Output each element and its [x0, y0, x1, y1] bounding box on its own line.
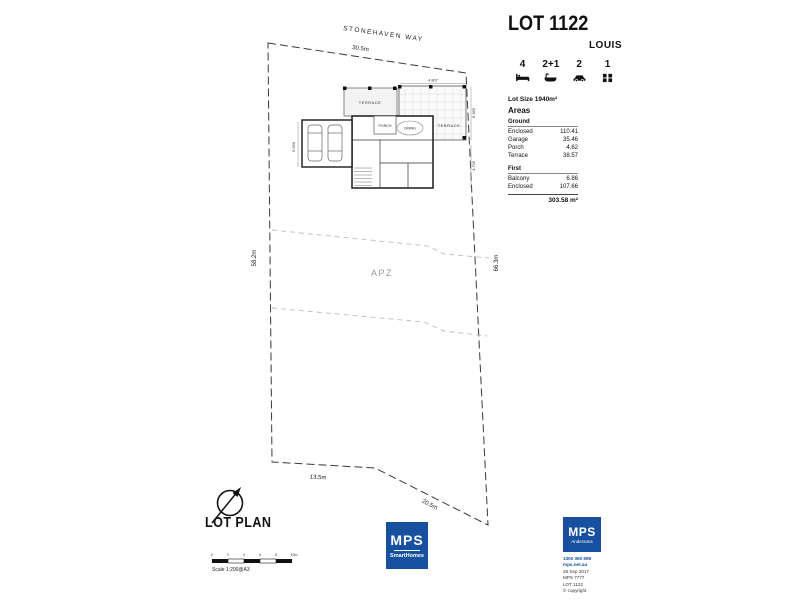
dim-left: 58.2m: [252, 250, 258, 267]
area-row: Enclosed 107.66: [508, 183, 578, 191]
area-row: Balcony 6.86: [508, 175, 578, 183]
stairs: [354, 167, 372, 186]
info-phone: 1300 360 898: [563, 556, 592, 561]
area-name: Enclosed: [508, 129, 533, 135]
areas-table: Ground Enclosed 110.41 Garage 35.46 Porc…: [508, 119, 578, 204]
living-count: 1: [604, 59, 611, 70]
terrace-posts: [343, 85, 466, 140]
dining-label: DINING: [404, 127, 416, 131]
terrace-top-label: TERRACE: [359, 100, 382, 105]
pergola-grid: [400, 87, 465, 139]
scale-tick: 2: [227, 553, 229, 557]
mps-smarthomes-logo: MPS SmartHomes: [386, 522, 428, 569]
first-section-label: First: [508, 166, 578, 174]
bedroom-count: 4: [519, 59, 526, 70]
living-areas-icon: [602, 73, 613, 83]
dim-bottom-left: 13.5m: [310, 475, 327, 482]
plan-dim-lines: [297, 83, 472, 188]
areas-heading: Areas: [508, 106, 531, 115]
north-arrow-icon: [211, 487, 244, 524]
area-value: 4.62: [566, 145, 578, 151]
area-row: Garage 35.46: [508, 136, 578, 144]
area-name: Garage: [508, 137, 529, 143]
lot-size: Lot Size 1940m²: [508, 96, 558, 103]
dining-outline: [396, 120, 424, 136]
dim-bottom-right: 20.5m: [421, 499, 439, 512]
mps-logo-text: MPS: [390, 532, 424, 548]
lot-boundary: [267, 42, 489, 526]
terrace-right-label: TERRACE: [438, 123, 461, 128]
bed-icon: [516, 73, 530, 82]
mps-logo-text: MPS: [568, 525, 596, 539]
scale-bar-segments: [212, 558, 292, 564]
area-value: 107.66: [559, 184, 578, 190]
info-website: mps.net.au: [563, 562, 588, 568]
info-job-number: MPS 7777: [563, 575, 585, 581]
total-area: 303.58 m²: [508, 194, 578, 204]
area-row: Enclosed 110.41: [508, 128, 578, 136]
plan-dim-body-right: 4.736: [471, 160, 476, 171]
bathroom-count: 2+1: [542, 59, 560, 70]
contour-lines: [271, 229, 490, 337]
feature-bedrooms: 4: [510, 59, 535, 88]
apz-label: APZ: [371, 268, 393, 278]
area-value: 38.57: [562, 153, 578, 159]
car-icon: [573, 75, 586, 83]
feature-bathrooms: 2+1: [538, 59, 563, 88]
interior-walls: [352, 139, 433, 188]
scale-tick: 4: [243, 553, 245, 557]
car-icons: [307, 124, 343, 162]
area-value: 110.41: [560, 129, 578, 135]
dim-right: 66.3m: [494, 255, 500, 272]
ground-section-label: Ground: [508, 119, 578, 127]
area-value: 35.46: [562, 137, 578, 143]
design-name: LOUIS: [588, 40, 622, 51]
street-name: STONEHAVEN WAY: [343, 25, 424, 43]
plan-dim-garage-left: 5.560: [291, 141, 296, 152]
area-name: Enclosed: [508, 184, 533, 190]
scale-tick: 6: [259, 553, 261, 557]
scale-bar: 0 2 4 6 8 10m Scale 1:200@A3: [211, 553, 298, 573]
area-name: Terrace: [508, 153, 529, 159]
car-count: 2: [576, 59, 582, 70]
dim-top: 30.5m: [352, 45, 369, 53]
feature-living-areas: 1: [595, 59, 620, 88]
area-name: Balcony: [508, 176, 530, 182]
mps-andersons-logo: MPS Andersons: [563, 517, 601, 552]
feature-summary: 4 2+1 2: [508, 59, 622, 88]
plan-dim-pergola-right: 6.455: [471, 107, 476, 118]
info-copyright: © copyright: [563, 588, 587, 594]
lot-number-title: LOT 1122: [508, 12, 589, 35]
area-row: Terrace 38.57: [508, 152, 578, 160]
andersons-tagline: Andersons: [571, 539, 593, 544]
area-row: Porch 4.62: [508, 144, 578, 152]
porch-outline: [373, 115, 397, 135]
feature-cars: 2: [567, 59, 592, 88]
house-plan: TERRACE TERRACE PORCH DINING 5.560 6.455…: [291, 78, 476, 189]
scale-tick: 10m: [291, 553, 298, 557]
scale-label: Scale 1:200@A3: [212, 567, 250, 573]
plan-dim-pergola-top: 4.807: [428, 78, 439, 83]
scale-tick: 0: [211, 553, 213, 557]
info-date: 28 Sep 2017: [563, 568, 590, 574]
logo-divider: [394, 550, 420, 551]
scale-tick: 8: [275, 553, 277, 557]
title-block: LOT 1122 LOUIS 4 2+1 2: [508, 12, 622, 204]
builder-info: 1300 360 898 mps.net.au 28 Sep 2017 MPS …: [563, 556, 633, 594]
area-value: 6.86: [566, 176, 578, 182]
porch-label: PORCH: [379, 124, 392, 128]
area-name: Porch: [508, 145, 524, 151]
bath-icon: [544, 73, 557, 82]
lot-plan-title: LOT PLAN: [205, 514, 272, 531]
smarthomes-tagline: SmartHomes: [390, 553, 424, 559]
info-lot-number: LOT 1122: [563, 581, 584, 587]
